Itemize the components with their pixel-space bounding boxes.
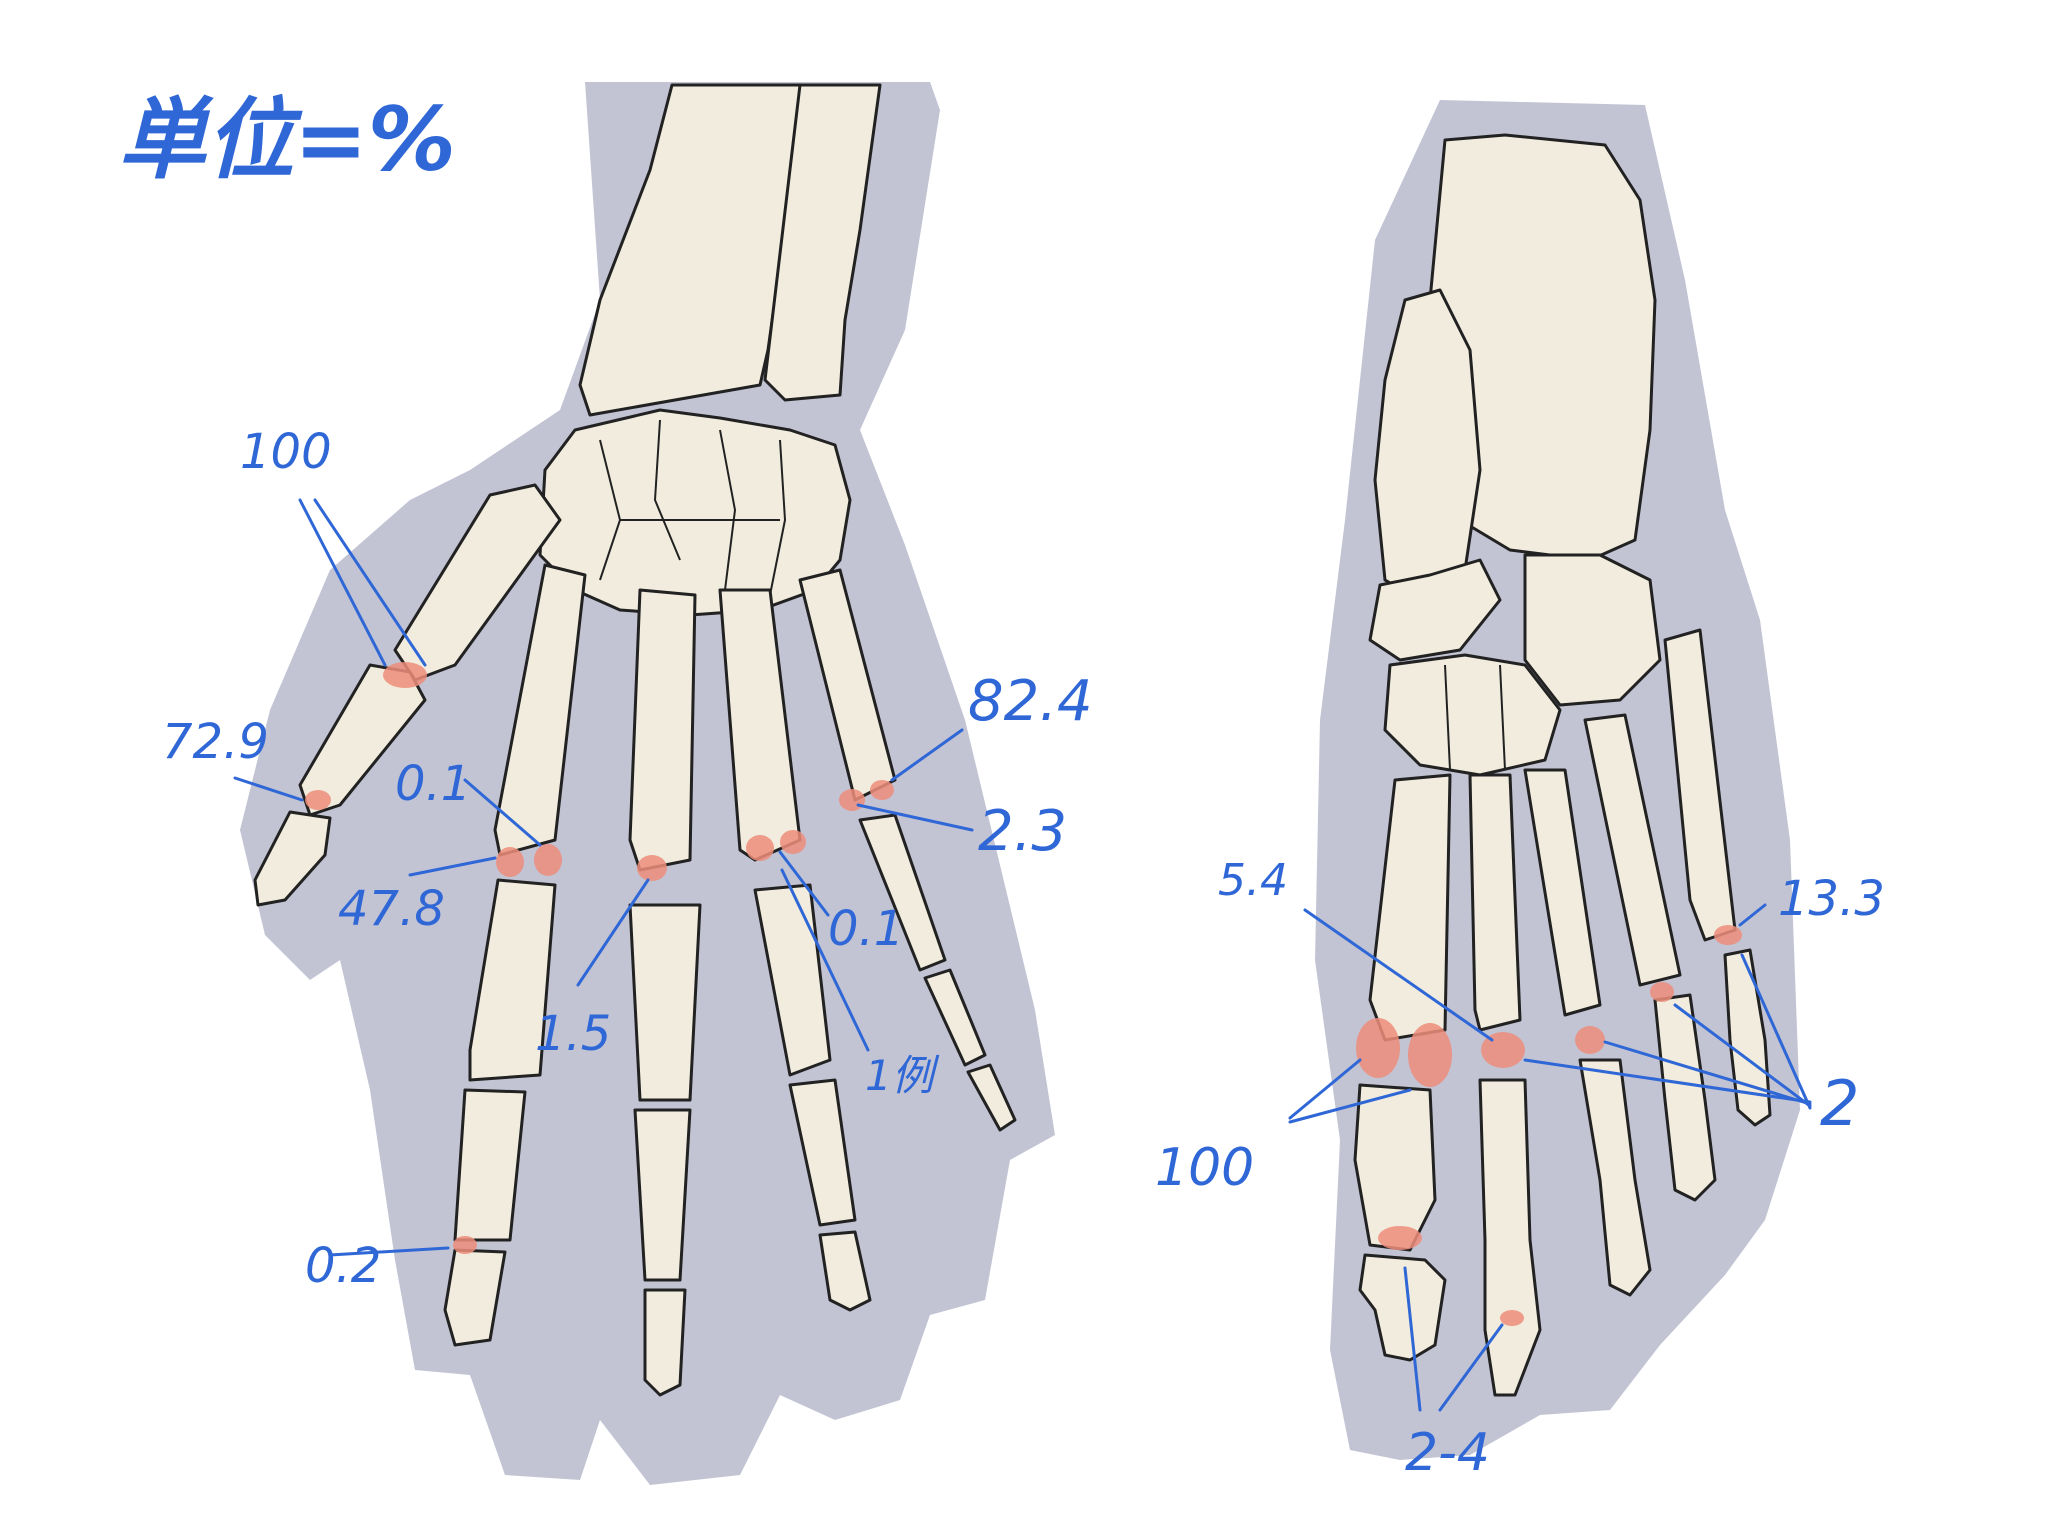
fifth-mtp-highlight [1714, 925, 1742, 945]
thumb-metacarpal [393, 483, 562, 682]
thumb-mcp-highlight [383, 662, 427, 688]
label-first-mtp: 100 [1155, 1138, 1254, 1198]
little-mcp-highlight-b [870, 780, 894, 800]
ring-metacarpal [718, 588, 802, 862]
cuneiform-bones [1383, 653, 1562, 777]
index-distal-phalanx [443, 1248, 507, 1347]
label-index-mcp-a: 0.1 [395, 756, 471, 812]
second-toe-dip-highlight [1500, 1310, 1524, 1326]
label-second-mtp: 5.4 [1218, 855, 1288, 906]
hand-bones [253, 83, 1017, 1397]
label-ring-mcp-b: 1例 [865, 1051, 940, 1100]
middle-metacarpal [628, 588, 697, 872]
index-mcp-highlight-b [534, 844, 562, 876]
label-index-mcp-b: 47.8 [338, 881, 445, 937]
middle-proximal-phalanx [628, 903, 702, 1102]
foot-bones [1353, 133, 1772, 1397]
third-mtp-highlight [1575, 1026, 1605, 1054]
ring-mcp-highlight-a [746, 835, 774, 861]
label-little-mcp-b: 2.3 [978, 799, 1067, 864]
label-thumb-mcp: 100 [240, 424, 332, 480]
first-mtp-highlight-b [1408, 1023, 1452, 1087]
index-dip-highlight [453, 1236, 477, 1254]
little-metacarpal [798, 568, 897, 802]
label-thumb-ip: 72.9 [162, 714, 269, 770]
label-fifth-mtp: 13.3 [1778, 871, 1885, 927]
third-metatarsal [1523, 768, 1602, 1017]
fourth-metatarsal [1583, 713, 1682, 987]
carpal-bones [538, 408, 852, 617]
middle-middle-phalanx [633, 1108, 692, 1282]
little-middle-phalanx [923, 968, 987, 1067]
ulna-bone [763, 83, 882, 402]
index-mcp-highlight-a [496, 847, 524, 877]
ring-middle-phalanx [788, 1078, 857, 1227]
first-mtp-highlight-a [1356, 1018, 1400, 1078]
middle-distal-phalanx [643, 1288, 687, 1397]
hallux-proximal-phalanx [1353, 1083, 1437, 1252]
ring-distal-phalanx [818, 1230, 872, 1312]
second-toe-phalanges [1478, 1078, 1542, 1397]
second-metatarsal [1468, 773, 1522, 1032]
thumb-ip-highlight [305, 790, 331, 810]
leader-lines [233, 498, 1812, 1412]
navicular-bone [1368, 558, 1502, 662]
fourth-toe-phalanges [1653, 993, 1717, 1202]
label-index-dip: 0.2 [305, 1238, 381, 1294]
index-metacarpal [493, 563, 587, 857]
index-proximal-phalanx [468, 878, 557, 1082]
unit-title: 単位=% [118, 88, 456, 191]
index-middle-phalanx [453, 1088, 527, 1242]
third-toe-phalanges [1578, 1058, 1652, 1297]
label-middle-mcp: 1.5 [535, 1006, 611, 1062]
label-lesser-toes: 2 [1820, 1067, 1859, 1140]
thumb-distal-phalanx [253, 810, 332, 907]
fourth-mtp-highlight [1650, 982, 1674, 1002]
little-proximal-phalanx [858, 813, 947, 972]
hallux-ip-highlight [1378, 1226, 1422, 1250]
hallux-distal-phalanx [1358, 1253, 1447, 1362]
little-mcp-highlight-a [839, 789, 865, 811]
cuboid-bone [1523, 553, 1662, 707]
ring-mcp-highlight-b [780, 830, 806, 854]
middle-mcp-highlight [637, 855, 667, 881]
little-distal-phalanx [966, 1063, 1017, 1132]
label-ring-mcp-a: 0.1 [828, 901, 904, 957]
label-little-mcp-a: 82.4 [968, 669, 1093, 734]
label-distal: 2-4 [1405, 1423, 1490, 1483]
